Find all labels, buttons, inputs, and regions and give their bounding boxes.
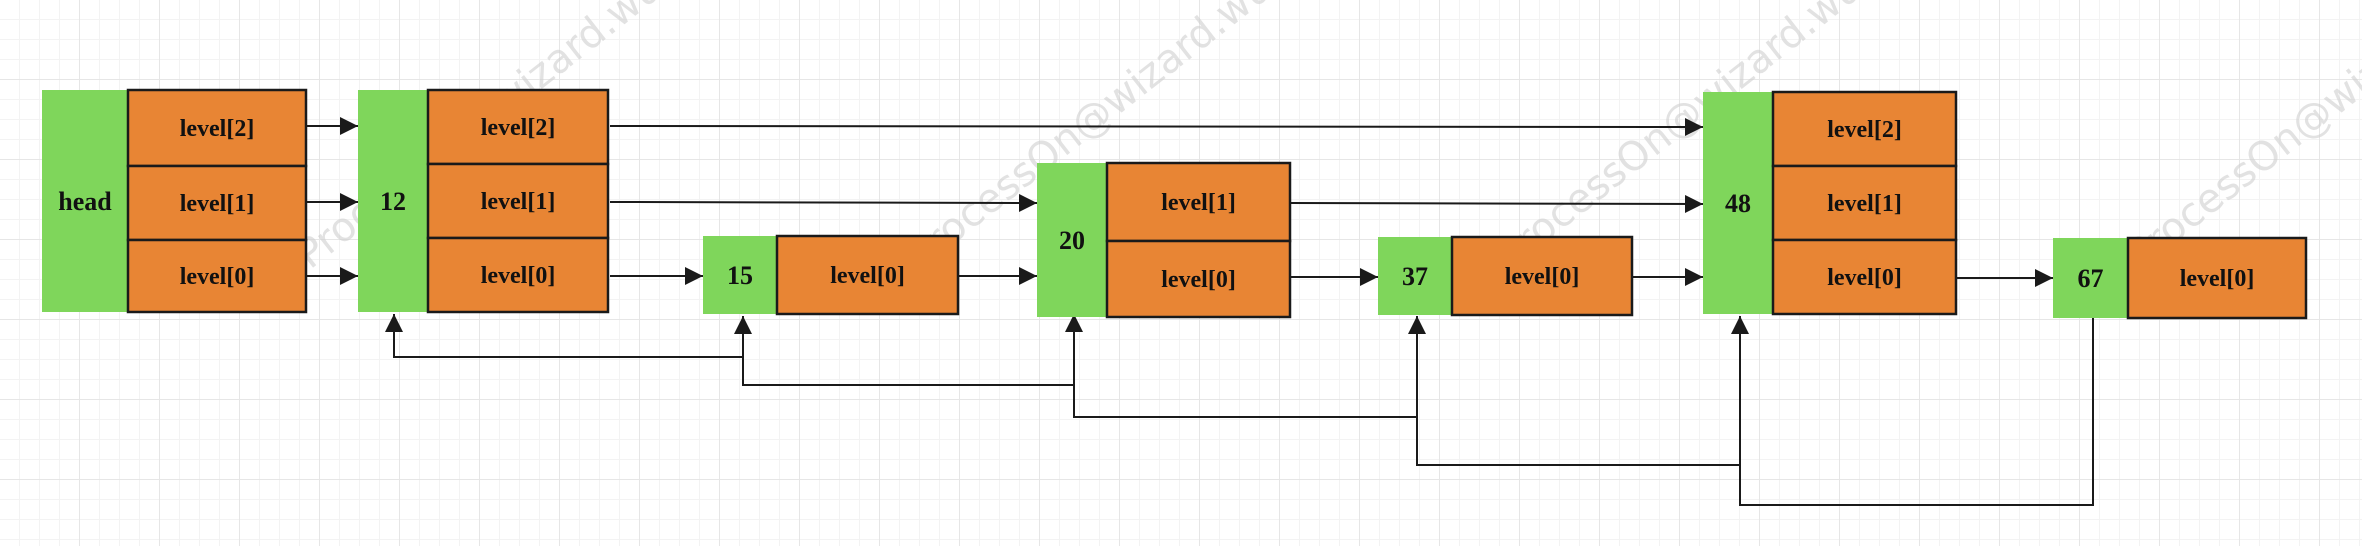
level-cell xyxy=(126,164,308,242)
level-label: level[0] xyxy=(1505,264,1580,290)
backward-pointer xyxy=(734,316,1074,386)
backward-pointer xyxy=(385,314,744,358)
node-key-block xyxy=(1703,92,1773,314)
node-key-label: 15 xyxy=(727,261,753,290)
node-15: 15 level[0] xyxy=(703,234,960,316)
level-label: level[0] xyxy=(1827,265,1902,291)
level-cell xyxy=(775,234,960,316)
forward-pointer xyxy=(609,117,1704,136)
forward-pointer xyxy=(1289,194,1704,213)
node-key-label: head xyxy=(58,187,112,216)
level-cell xyxy=(126,238,308,314)
level-label: level[2] xyxy=(180,116,255,142)
node-37: 37 level[0] xyxy=(1378,235,1634,317)
level-cell xyxy=(1771,164,1958,242)
node-head: head level[2] level[1] level[0] xyxy=(42,88,308,314)
level-label: level[0] xyxy=(481,263,556,289)
backward-pointer xyxy=(1065,314,1417,418)
level-label: level[1] xyxy=(180,191,255,217)
level-cell xyxy=(2126,236,2308,320)
node-20: 20 level[1] level[0] xyxy=(1037,161,1292,319)
level-label: level[1] xyxy=(1827,191,1902,217)
node-48: 48 level[2] level[1] level[0] xyxy=(1703,90,1958,316)
backward-pointer xyxy=(1731,316,2094,506)
level-label: level[1] xyxy=(481,189,556,215)
node-key-block xyxy=(42,90,128,312)
node-key-block xyxy=(2053,238,2128,318)
nodes-layer: head level[2] level[1] level[0] 12 level[2] le… xyxy=(42,88,2308,320)
watermark: ProcessOn@wizard.wu xyxy=(2118,0,2362,278)
level-cell xyxy=(426,88,610,166)
node-12: 12 level[2] level[1] level[0] xyxy=(358,88,610,314)
node-key-label: 20 xyxy=(1059,226,1085,255)
node-key-block xyxy=(1037,163,1107,317)
level-label: level[2] xyxy=(481,115,556,141)
node-key-label: 48 xyxy=(1725,189,1751,218)
backward-pointer xyxy=(1408,316,1740,466)
node-key-block xyxy=(358,90,428,312)
node-key-label: 37 xyxy=(1402,262,1428,291)
node-67: 67 level[0] xyxy=(2053,236,2308,320)
level-label: level[1] xyxy=(1161,190,1236,216)
level-cell xyxy=(126,88,308,168)
level-label: level[0] xyxy=(2180,266,2255,292)
forward-pointer xyxy=(609,193,1038,212)
level-label: level[0] xyxy=(180,264,255,290)
level-cell xyxy=(1771,238,1958,316)
level-label: level[0] xyxy=(1161,267,1236,293)
node-key-block xyxy=(703,236,777,314)
node-key-label: 12 xyxy=(380,187,406,216)
level-label: level[0] xyxy=(830,263,905,289)
level-cell xyxy=(1105,239,1292,319)
node-key-block xyxy=(1378,237,1452,315)
level-cell xyxy=(426,236,610,314)
node-key-label: 67 xyxy=(2078,264,2104,293)
level-label: level[2] xyxy=(1827,117,1902,143)
connectors xyxy=(306,117,2094,506)
level-cell xyxy=(1450,235,1634,317)
level-cell xyxy=(426,162,610,240)
